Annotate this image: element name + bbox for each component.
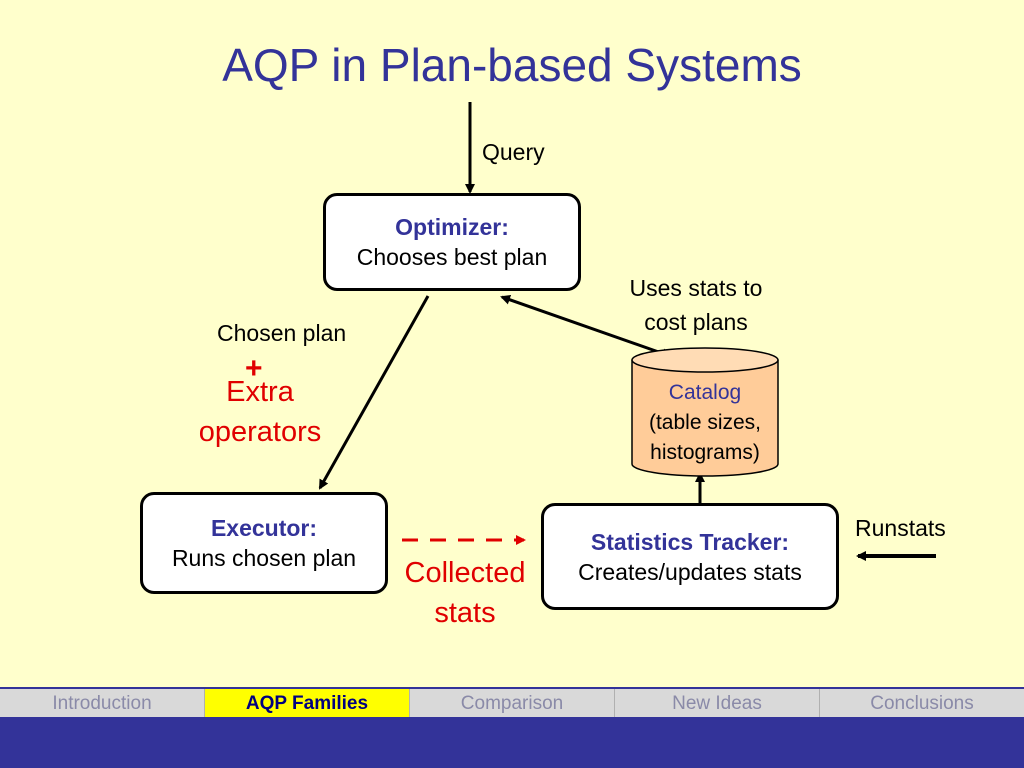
uses-stats-label: Uses stats to cost plans	[596, 271, 796, 339]
runstats-label: Runstats	[855, 515, 946, 541]
catalog-heading: Catalog	[668, 381, 742, 404]
chosen-plan-label: Chosen plan	[217, 320, 347, 346]
uses-stats-line2: cost plans	[644, 309, 748, 335]
slide-title: AQP in Plan-based Systems	[222, 39, 802, 91]
nav-comparison[interactable]: Comparison	[410, 689, 615, 719]
uses-stats-line1: Uses stats to	[629, 275, 763, 301]
uses-stats-arrow	[500, 294, 672, 359]
executor-box: Executor: Runs chosen plan	[140, 492, 388, 594]
tracker-heading: Statistics Tracker:	[590, 528, 790, 555]
nav-new-ideas[interactable]: New Ideas	[615, 689, 820, 719]
chosen-plan-arrow	[318, 295, 430, 490]
optimizer-heading: Optimizer:	[395, 214, 509, 240]
nav-aqp-families[interactable]: AQP Families	[205, 689, 410, 719]
statistics-tracker-box: Statistics Tracker: Creates/updates stat…	[541, 503, 839, 610]
plus-sign: +	[245, 352, 263, 385]
section-navbar: Introduction AQP Families Comparison New…	[0, 687, 1024, 719]
nav-conclusions[interactable]: Conclusions	[870, 693, 974, 714]
optimizer-text: Chooses best plan	[356, 244, 548, 270]
extra-operators-label: Extra operators	[180, 372, 340, 452]
nav-introduction[interactable]: Introduction	[0, 689, 205, 719]
catalog-line1: (table sizes,	[648, 411, 762, 434]
collected-line1: Collected	[404, 557, 526, 589]
executor-text: Runs chosen plan	[171, 545, 357, 571]
query-label: Query	[482, 139, 545, 165]
executor-heading: Executor:	[210, 515, 318, 541]
collected-stats-label: Collected stats	[390, 553, 540, 633]
collected-line2: stats	[434, 597, 496, 629]
footer-bar	[0, 717, 1024, 768]
catalog-text: Catalog (table sizes, histograms)	[632, 378, 778, 468]
extra-line1: Extra	[226, 376, 294, 408]
optimizer-box: Optimizer: Chooses best plan	[323, 193, 581, 291]
catalog-cylinder	[631, 347, 779, 477]
catalog-line2: histograms)	[650, 441, 760, 464]
extra-line2: operators	[198, 416, 322, 448]
tracker-text: Creates/updates stats	[578, 558, 802, 585]
